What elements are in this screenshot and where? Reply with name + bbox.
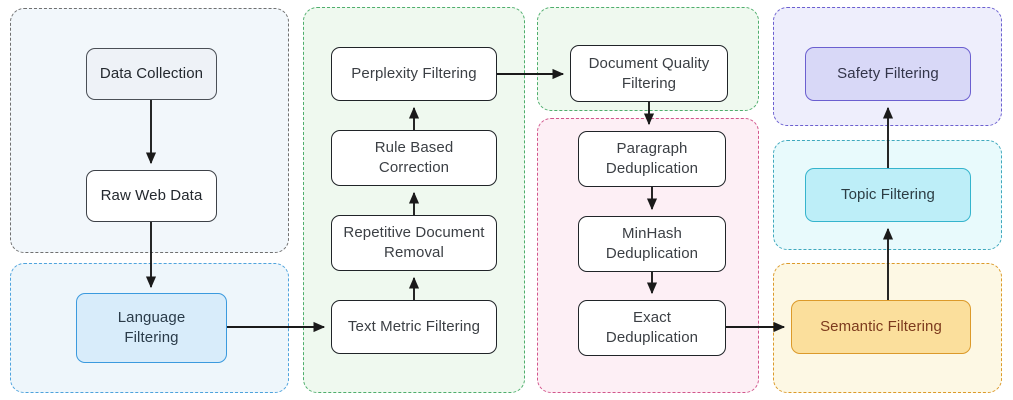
- node-label: Data Collection: [99, 65, 204, 83]
- node-text-metric-filtering[interactable]: Text Metric Filtering: [331, 300, 497, 354]
- node-topic-filtering[interactable]: Topic Filtering: [805, 168, 971, 222]
- node-label: Raw Web Data: [100, 187, 203, 205]
- node-label: Safety Filtering: [837, 65, 939, 83]
- node-label: Semantic Filtering: [820, 318, 942, 336]
- node-perplexity-filtering[interactable]: Perplexity Filtering: [331, 47, 497, 101]
- node-safety-filtering[interactable]: Safety Filtering: [805, 47, 971, 101]
- node-data-collection[interactable]: Data Collection: [86, 48, 217, 100]
- node-semantic-filtering[interactable]: Semantic Filtering: [791, 300, 971, 354]
- node-label: Topic Filtering: [840, 186, 936, 204]
- node-raw-web-data[interactable]: Raw Web Data: [86, 170, 217, 222]
- node-label: Perplexity Filtering: [351, 65, 477, 83]
- node-label: Text Metric Filtering: [347, 318, 481, 336]
